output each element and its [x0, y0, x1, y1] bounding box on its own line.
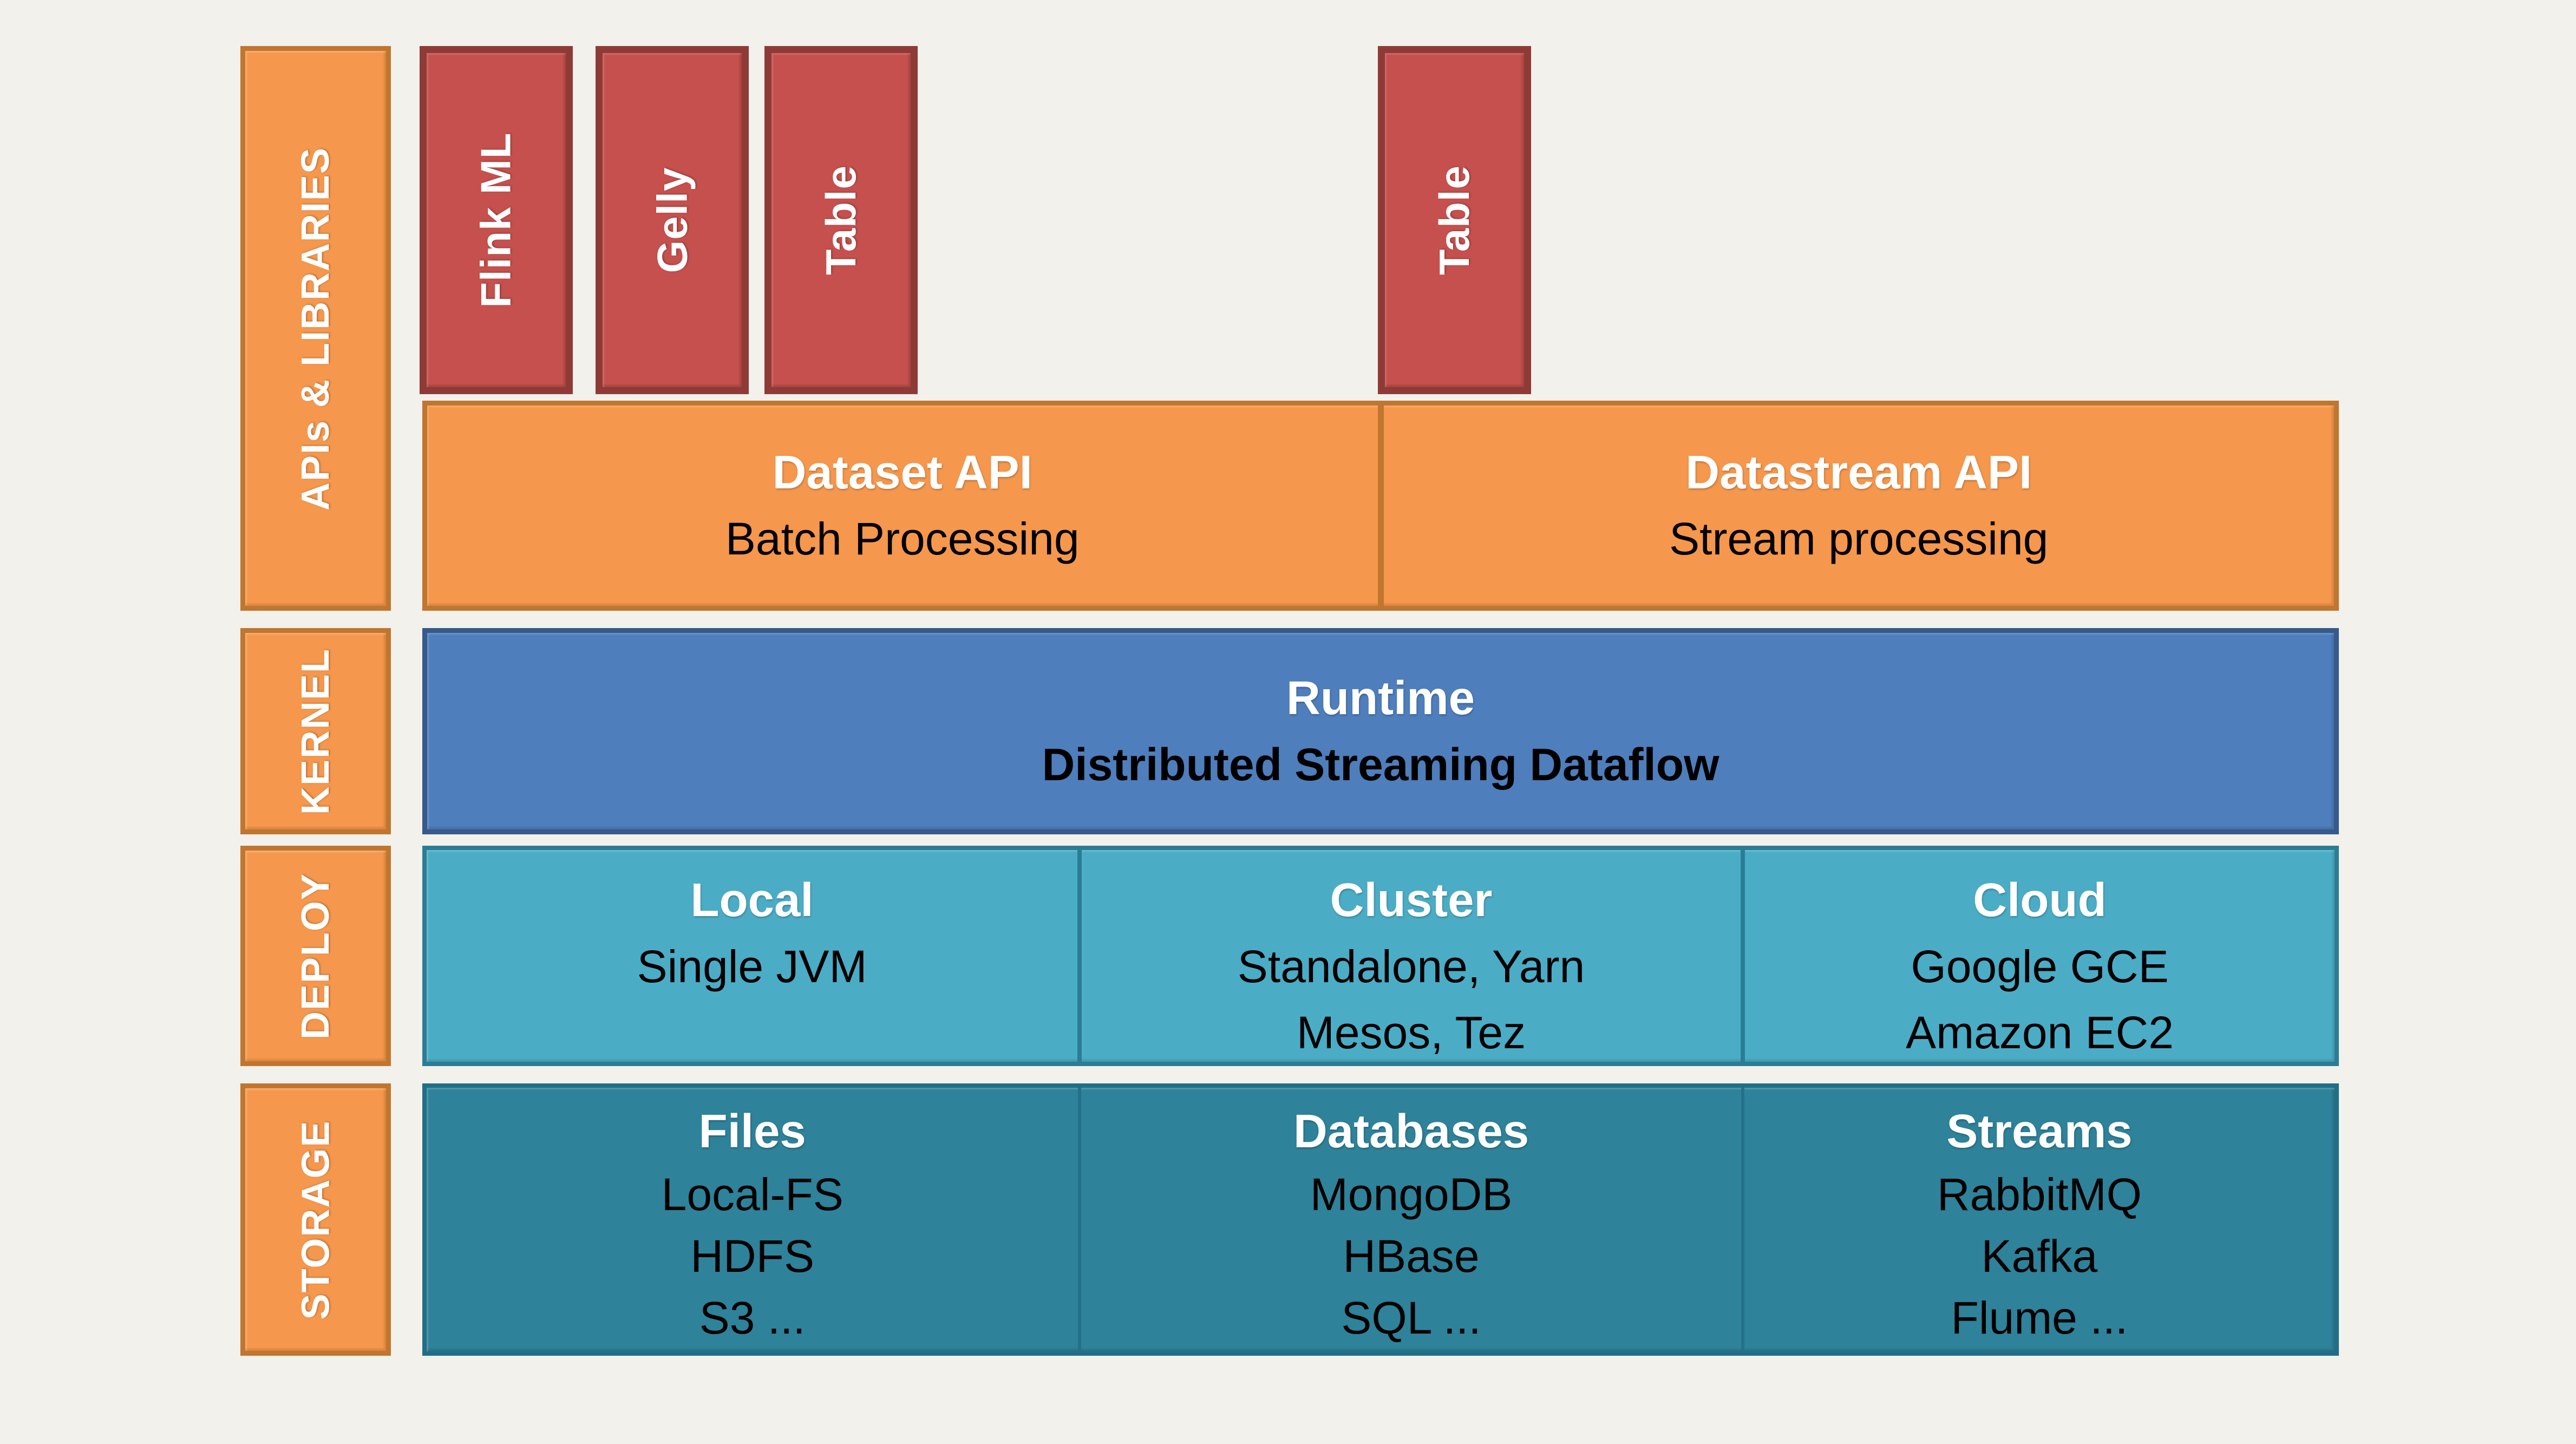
kernel-row: Runtime Distributed Streaming Dataflow	[422, 628, 2339, 834]
storage-databases-line-1: MongoDB	[1310, 1169, 1513, 1220]
deploy-cluster-line-2: Mesos, Tez	[1296, 1007, 1526, 1058]
runtime-box: Runtime Distributed Streaming Dataflow	[427, 633, 2334, 829]
deploy-cell-local: Local Single JVM	[427, 850, 1077, 1062]
library-box-gelly: Gelly	[596, 46, 749, 394]
storage-databases-line-2: HBase	[1343, 1231, 1480, 1282]
storage-cell-streams: Streams RabbitMQ Kafka Flume ...	[1744, 1088, 2335, 1351]
deploy-cluster-title: Cluster	[1330, 874, 1493, 926]
api-cell-dataset: Dataset API Batch Processing	[427, 406, 1378, 606]
side-label-kernel: KERNEL	[240, 628, 391, 834]
library-box-table-batch: Table	[764, 46, 918, 394]
deploy-cell-cloud: Cloud Google GCE Amazon EC2	[1745, 850, 2335, 1062]
side-label-apis-libraries-text: APIs & LIBRARIES	[294, 146, 337, 511]
storage-files-line-1: Local-FS	[661, 1169, 844, 1220]
storage-row-divider-1	[1078, 1088, 1082, 1351]
runtime-subtitle: Distributed Streaming Dataflow	[1042, 739, 1719, 790]
api-cell-datastream: Datastream API Stream processing	[1384, 406, 2335, 606]
dataset-api-subtitle: Batch Processing	[725, 513, 1080, 564]
library-box-flink-ml: Flink ML	[420, 46, 573, 394]
side-label-apis-libraries: APIs & LIBRARIES	[240, 46, 391, 611]
library-box-gelly-text: Gelly	[648, 167, 696, 273]
side-label-kernel-text: KERNEL	[294, 648, 338, 815]
api-row-divider	[1377, 406, 1384, 606]
deploy-local-title: Local	[690, 874, 814, 926]
deploy-row-divider-2	[1741, 850, 1745, 1062]
deploy-row-divider-1	[1077, 850, 1082, 1062]
storage-row: Files Local-FS HDFS S3 ... Databases Mon…	[422, 1083, 2339, 1356]
storage-databases-line-3: SQL ...	[1341, 1292, 1481, 1343]
deploy-cluster-line-1: Standalone, Yarn	[1237, 941, 1585, 992]
deploy-cloud-title: Cloud	[1973, 874, 2107, 926]
api-row: Dataset API Batch Processing Datastream …	[422, 401, 2339, 611]
library-box-table-stream-text: Table	[1430, 165, 1478, 275]
side-label-deploy: DEPLOY	[240, 846, 391, 1066]
storage-databases-title: Databases	[1293, 1105, 1529, 1158]
library-box-flink-ml-text: Flink ML	[472, 132, 520, 308]
storage-streams-line-2: Kafka	[1981, 1231, 2098, 1282]
storage-streams-line-3: Flume ...	[1951, 1292, 2128, 1343]
deploy-cell-cluster: Cluster Standalone, Yarn Mesos, Tez	[1082, 850, 1741, 1062]
runtime-title: Runtime	[1286, 671, 1475, 724]
storage-files-title: Files	[698, 1105, 806, 1158]
deploy-local-line-1: Single JVM	[637, 941, 867, 992]
datastream-api-subtitle: Stream processing	[1669, 513, 2049, 564]
storage-streams-title: Streams	[1946, 1105, 2133, 1158]
storage-cell-databases: Databases MongoDB HBase SQL ...	[1081, 1088, 1741, 1351]
deploy-cloud-line-1: Google GCE	[1911, 941, 2169, 992]
library-box-table-batch-text: Table	[817, 165, 865, 275]
storage-row-divider-2	[1741, 1088, 1744, 1351]
side-label-deploy-text: DEPLOY	[294, 872, 337, 1040]
storage-files-line-3: S3 ...	[699, 1292, 806, 1343]
deploy-row: Local Single JVM Cluster Standalone, Yar…	[422, 846, 2339, 1066]
side-label-storage: STORAGE	[240, 1083, 391, 1356]
datastream-api-title: Datastream API	[1685, 446, 2032, 499]
dataset-api-title: Dataset API	[772, 446, 1032, 499]
deploy-cloud-line-2: Amazon EC2	[1906, 1007, 2174, 1058]
storage-streams-line-1: RabbitMQ	[1937, 1169, 2142, 1220]
side-label-storage-text: STORAGE	[294, 1120, 338, 1319]
storage-files-line-2: HDFS	[690, 1231, 815, 1282]
library-box-table-stream: Table	[1378, 46, 1531, 394]
storage-cell-files: Files Local-FS HDFS S3 ...	[427, 1088, 1078, 1351]
